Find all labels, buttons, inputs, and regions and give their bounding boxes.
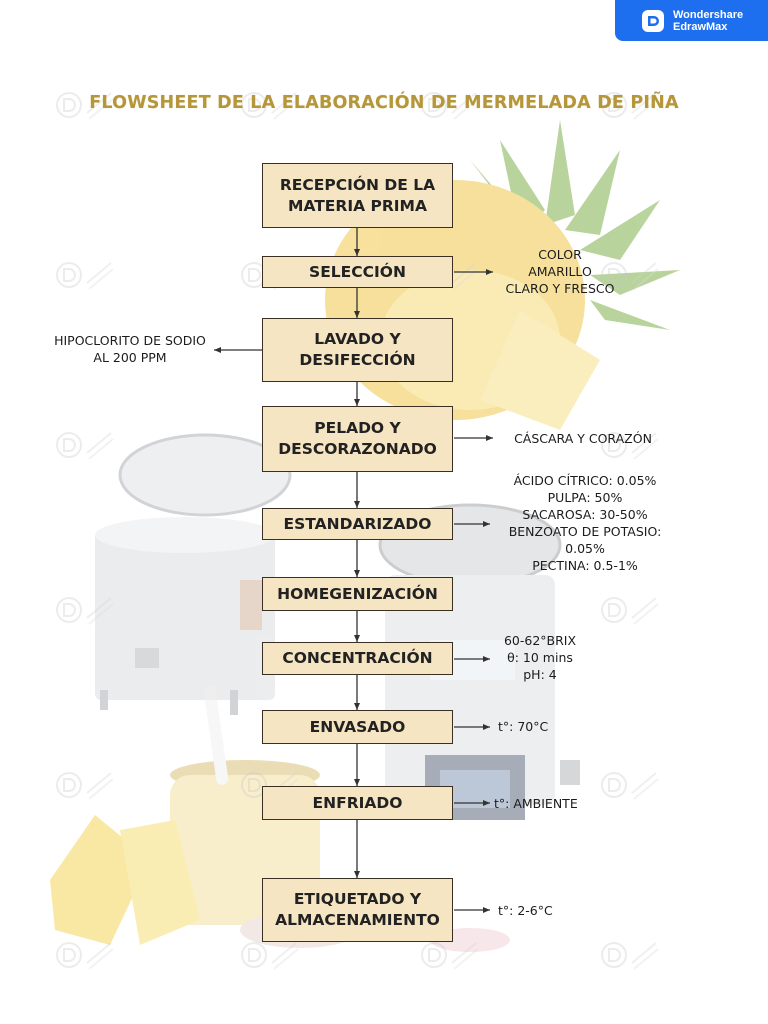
watermark-mark xyxy=(600,935,660,975)
note-concentracion: 60-62°BRIX θ: 10 mins pH: 4 xyxy=(492,632,588,683)
note-lavado: HIPOCLORITO DE SODIO AL 200 PPM xyxy=(40,332,220,366)
watermark-mark xyxy=(55,590,115,630)
note-line: t°: 70°C xyxy=(498,719,549,734)
watermark-mark xyxy=(420,935,480,975)
step-homogenizacion: HOMEGENIZACIÓN xyxy=(262,577,453,611)
kettle-image xyxy=(95,433,292,715)
step-seleccion: SELECCIÓN xyxy=(262,256,453,288)
note-estandarizado: ÁCIDO CÍTRICO: 0.05% PULPA: 50% SACAROSA… xyxy=(500,472,670,574)
brand-line-2: EdrawMax xyxy=(673,20,728,33)
note-line: PULPA: 50% xyxy=(547,490,623,505)
watermark-mark xyxy=(55,765,115,805)
step-pelado: PELADO Y DESCORAZONADO xyxy=(262,406,453,472)
edrawmax-badge[interactable]: Wondershare EdrawMax xyxy=(615,0,768,41)
note-etiquetado: t°: 2-6°C xyxy=(498,902,568,919)
watermark-mark xyxy=(55,935,115,975)
watermark-mark xyxy=(55,255,115,295)
note-seleccion: COLOR AMARILLO CLARO Y FRESCO xyxy=(495,246,625,297)
brand-line-1: Wondershare xyxy=(673,8,744,21)
step-enfriado: ENFRIADO xyxy=(262,786,453,820)
watermark-mark xyxy=(55,425,115,465)
note-line: BENZOATO DE POTASIO: xyxy=(508,524,662,539)
step-etiquetado: ETIQUETADO Y ALMACENAMIENTO xyxy=(262,878,453,942)
step-envasado: ENVASADO xyxy=(262,710,453,744)
note-line: SACAROSA: 30-50% xyxy=(522,507,648,522)
watermark-mark xyxy=(240,85,300,125)
note-pelado: CÁSCARA Y CORAZÓN xyxy=(498,430,668,447)
watermark-mark xyxy=(600,85,660,125)
note-line: PECTINA: 0.5-1% xyxy=(532,558,638,573)
watermark-mark xyxy=(240,935,300,975)
note-line: COLOR xyxy=(538,247,582,262)
note-envasado: t°: 70°C xyxy=(498,718,558,735)
step-lavado: LAVADO Y DESIFECCIÓN xyxy=(262,318,453,382)
note-line: ÁCIDO CÍTRICO: 0.05% xyxy=(513,473,657,488)
note-line: 0.05% xyxy=(565,541,605,556)
note-line: pH: 4 xyxy=(523,667,557,682)
note-line: AMARILLO xyxy=(528,264,592,279)
note-line: t°: AMBIENTE xyxy=(494,796,578,811)
watermark-mark xyxy=(600,425,660,465)
step-recepcion: RECEPCIÓN DE LA MATERIA PRIMA xyxy=(262,163,453,228)
step-estandarizado: ESTANDARIZADO xyxy=(262,508,453,540)
note-line: CLARO Y FRESCO xyxy=(505,281,615,296)
step-concentracion: CONCENTRACIÓN xyxy=(262,642,453,675)
note-line: HIPOCLORITO DE SODIO xyxy=(54,333,206,348)
note-line: t°: 2-6°C xyxy=(498,903,553,918)
note-enfriado: t°: AMBIENTE xyxy=(494,795,594,812)
note-line: θ: 10 mins xyxy=(507,650,573,665)
watermark-mark xyxy=(55,85,115,125)
edrawmax-logo-icon xyxy=(642,9,664,32)
page-title: FLOWSHEET DE LA ELABORACIÓN DE MERMELADA… xyxy=(89,93,679,113)
watermark-mark xyxy=(600,765,660,805)
watermark-mark xyxy=(600,255,660,295)
watermark-mark xyxy=(600,590,660,630)
note-line: AL 200 PPM xyxy=(93,350,167,365)
note-line: CÁSCARA Y CORAZÓN xyxy=(514,431,652,446)
watermark-mark xyxy=(420,85,480,125)
note-line: 60-62°BRIX xyxy=(503,633,577,648)
